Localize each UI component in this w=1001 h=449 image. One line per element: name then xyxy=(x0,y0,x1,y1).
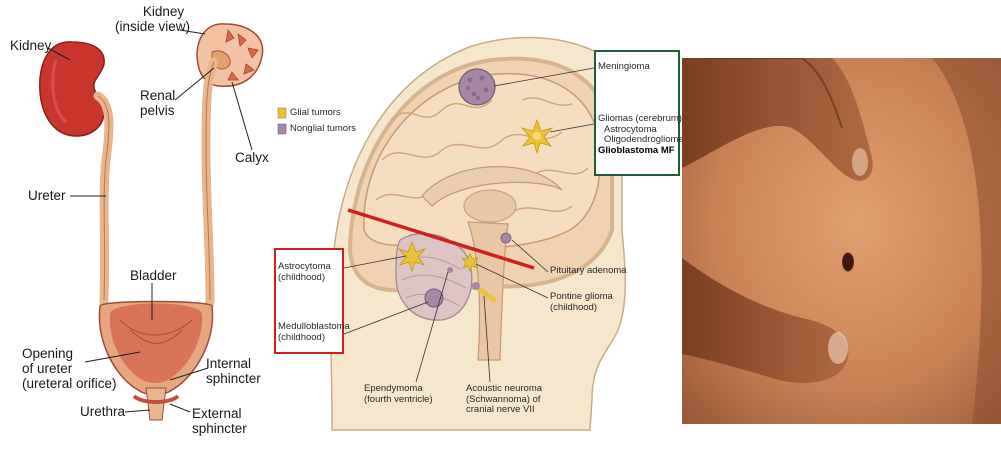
gliomas-frame xyxy=(594,50,680,176)
label-meningioma: Meningioma xyxy=(598,61,650,72)
label-astrocytoma-childhood: Astrocytoma (childhood) xyxy=(278,261,331,283)
label-acoustic-neuroma: Acoustic neuroma (Schwannoma) of cranial… xyxy=(466,383,543,416)
label-ependy-line1: Ependymoma xyxy=(364,383,423,394)
label-opening-line1: Opening xyxy=(22,346,74,361)
label-ependymoma: Ependymoma (fourth ventricle) xyxy=(364,383,433,405)
label-external-sphincter: External sphincter xyxy=(192,406,247,436)
label-renal-pelvis: Renal pelvis xyxy=(140,88,175,118)
upper-finger xyxy=(682,58,873,181)
brain-tumor-panel: Glial tumors Nonglial tumors Meningioma … xyxy=(272,0,682,449)
label-gliomas-line2: Astrocytoma xyxy=(604,123,657,135)
label-acoustic-line2: (Schwannoma) of xyxy=(466,393,541,405)
legend-nonglial-swatch xyxy=(277,123,287,135)
label-kidney-inside: Kidney (inside view) xyxy=(115,4,190,34)
urinary-system-illustration xyxy=(39,23,264,421)
label-internal-sphincter: Internal sphincter xyxy=(206,356,261,386)
label-renal-line2: pelvis xyxy=(140,103,175,119)
label-external-line1: External xyxy=(192,406,242,421)
pituitary-adenoma-tumor xyxy=(500,232,512,244)
label-pontine-line1: Pontine glioma xyxy=(550,291,613,302)
acoustic-neuroma-nerve xyxy=(475,285,497,303)
label-kidney-inside-line2: (inside view) xyxy=(115,19,191,35)
label-internal-line1: Internal xyxy=(206,356,252,371)
label-renal-line1: Renal xyxy=(140,88,176,103)
label-pontine-glioma: Pontine glioma (childhood) xyxy=(550,291,613,313)
label-pituitary-adenoma: Pituitary adenoma xyxy=(550,265,627,276)
label-medullo-line2: (childhood) xyxy=(278,331,325,343)
skin-photo-illustration xyxy=(682,58,1001,424)
label-gliomas: Gliomas (cerebrum) Astrocytoma Oligodend… xyxy=(598,113,682,157)
kidney-shape xyxy=(39,41,105,137)
childhood-frame xyxy=(274,248,344,354)
label-internal-line2: sphincter xyxy=(206,371,261,387)
mole xyxy=(842,252,854,272)
legend-glial-label: Glial tumors xyxy=(290,107,341,118)
label-ureter: Ureter xyxy=(28,188,66,203)
label-kidney: Kidney xyxy=(10,38,52,53)
label-opening-line2: of ureter xyxy=(22,361,73,377)
skin-mole-photo xyxy=(682,58,1001,424)
label-gliomas-line3: Oligodendroglioma xyxy=(604,134,682,146)
legend-glial-swatch xyxy=(277,107,287,119)
urinary-system-panel: Kidney Kidney (inside view) Renal pelvis… xyxy=(0,0,272,449)
pontine-glioma-tumor xyxy=(461,252,479,272)
glioma-cerebrum-tumor xyxy=(520,118,554,155)
label-opening-of-ureter: Opening of ureter (ureteral orifice) xyxy=(22,346,117,391)
brain-tumor-illustration xyxy=(277,36,627,431)
label-gliomas-line1: Gliomas (cerebrum) xyxy=(598,113,682,124)
label-ependy-line2: (fourth ventricle) xyxy=(364,393,433,405)
label-bladder: Bladder xyxy=(130,268,177,283)
label-calyx: Calyx xyxy=(235,150,269,165)
medulloblastoma-tumor xyxy=(424,288,444,308)
label-astro-line2: (childhood) xyxy=(278,271,325,283)
right-ureter xyxy=(189,57,219,317)
label-external-line2: sphincter xyxy=(192,421,247,437)
red-section-line xyxy=(347,208,535,270)
label-pontine-line2: (childhood) xyxy=(550,301,597,313)
label-astro-line1: Astrocytoma xyxy=(278,261,331,272)
label-medulloblastoma: Medulloblastoma (childhood) xyxy=(278,321,350,343)
left-ureter xyxy=(93,91,121,317)
legend-nonglial-label: Nonglial tumors xyxy=(290,123,356,134)
label-gliomas-line4: Glioblastoma MF xyxy=(598,144,675,156)
label-kidney-inside-line1: Kidney xyxy=(142,4,185,19)
ependymoma-tumor xyxy=(447,267,453,273)
label-acoustic-line3: cranial nerve VII xyxy=(466,404,535,416)
label-urethra: Urethra xyxy=(80,404,126,419)
astrocytoma-childhood-tumor xyxy=(397,240,427,273)
label-medullo-line1: Medulloblastoma xyxy=(278,321,350,332)
label-opening-line3: (ureteral orifice) xyxy=(22,376,117,392)
meningioma-tumor xyxy=(458,68,496,106)
label-acoustic-line1: Acoustic neuroma xyxy=(466,383,543,394)
lower-thumb xyxy=(682,258,849,384)
